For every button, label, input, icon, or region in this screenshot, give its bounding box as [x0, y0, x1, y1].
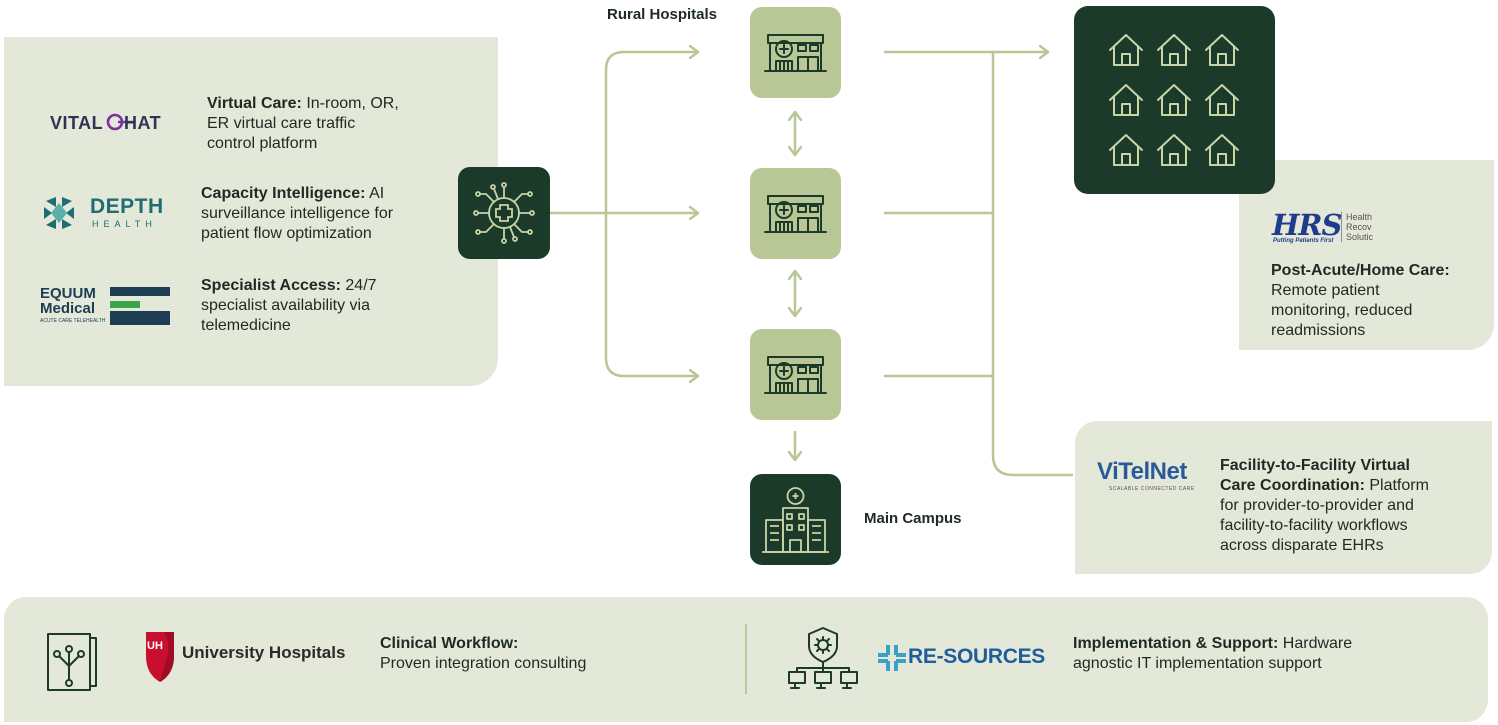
equum-logo-subtext: ACUTE CARE TELEHEALTH: [40, 318, 106, 324]
hrs-logo-tagline: Putting Patients First: [1273, 238, 1334, 244]
main-campus-tile: [750, 474, 841, 565]
rural-hospital-tile-2: [750, 168, 841, 259]
workflow-book-icon: [44, 628, 100, 692]
hrs-logo: HRS Putting Patients First Health Recov …: [1272, 208, 1387, 248]
re-sources-logo-text: RE-SOURCES: [908, 645, 1046, 668]
hub-to-hospital-3-arrow: [604, 211, 700, 376]
vitelnet-logo-text: ViTelNet: [1097, 458, 1187, 485]
equum-medical-logo: EQUUM Medical ACUTE CARE TELEHEALTH: [40, 285, 172, 327]
equum-stripes: [110, 287, 170, 325]
depth-logo-subtext: HEALTH: [92, 219, 157, 229]
re-sources-logo: RE-SOURCES: [878, 645, 1053, 673]
university-hospitals-logo: UH University Hospitals: [142, 630, 346, 684]
implementation-support-description: Implementation & Support: Hardware agnos…: [1073, 635, 1353, 672]
depth-logo-text: DEPTH: [90, 195, 164, 218]
ai-hub-tile: [458, 167, 550, 259]
main-campus-label: Main Campus: [864, 510, 962, 527]
house-icon: [1205, 134, 1239, 166]
hospital-building-icon: [764, 34, 827, 72]
hospital-building-icon: [764, 356, 827, 394]
specialist-access-description: Specialist Access: 24/7 specialist avail…: [201, 277, 377, 334]
house-icon: [1157, 134, 1191, 166]
clinical-workflow-description: Clinical Workflow: Proven integration co…: [380, 635, 587, 672]
bottom-divider: [745, 624, 747, 694]
homes-grid: [1109, 34, 1239, 166]
capacity-intelligence-description: Capacity Intelligence: AI surveillance i…: [201, 185, 394, 242]
svg-text:HAT: HAT: [124, 113, 161, 133]
facility-coordination-description: Facility-to-Facility Virtual Care Coordi…: [1220, 457, 1429, 554]
virtual-care-description: Virtual Care: In-room, OR, ER virtual ca…: [207, 95, 399, 152]
post-acute-panel: [1239, 160, 1494, 350]
hub-to-hospital-1-arrow: [604, 52, 700, 215]
network-gear-computers-icon: [787, 626, 859, 692]
equum-logo-text: EQUUM: [40, 285, 96, 302]
hrs-logo-side-2: Recov: [1346, 222, 1372, 232]
rural-hospital-tile-1: [750, 7, 841, 98]
main-campus-building-icon: [762, 487, 829, 553]
bus-to-ftf-line: [991, 50, 1074, 477]
vitalchat-logo: VITAL HAT: [50, 110, 180, 136]
house-icon: [1157, 34, 1191, 66]
rural-hospital-tile-3: [750, 329, 841, 420]
hrs-logo-side-3: Solutic: [1346, 232, 1374, 242]
vendor-panel: [4, 37, 498, 386]
house-icon: [1109, 134, 1143, 166]
hospital-building-icon: [764, 195, 827, 233]
vitelnet-logo: ViTelNet SCALABLE CONNECTED CARE: [1097, 458, 1197, 494]
uh-badge-text: UH: [147, 640, 163, 652]
house-icon: [1109, 34, 1143, 66]
house-icon: [1157, 84, 1191, 116]
hrs-logo-side-1: Health: [1346, 212, 1373, 222]
house-icon: [1205, 34, 1239, 66]
depth-health-logo: DEPTH HEALTH: [42, 193, 167, 233]
ai-circuit-medical-cross-icon: [473, 182, 535, 244]
house-icon: [1109, 84, 1143, 116]
rural-hospitals-label: Rural Hospitals: [607, 6, 718, 23]
svg-text:VITAL: VITAL: [50, 113, 103, 133]
vitelnet-logo-subtext: SCALABLE CONNECTED CARE: [1109, 486, 1195, 492]
homes-tile: [1074, 6, 1275, 194]
hrs-logo-text: HRS: [1272, 208, 1342, 242]
house-icon: [1205, 84, 1239, 116]
uh-logo-text: University Hospitals: [182, 643, 346, 662]
equum-logo-text2: Medical: [40, 300, 96, 317]
post-acute-description: Post-Acute/Home Care: Remote patient mon…: [1271, 262, 1450, 339]
facility-coordination-panel: [1075, 421, 1492, 574]
